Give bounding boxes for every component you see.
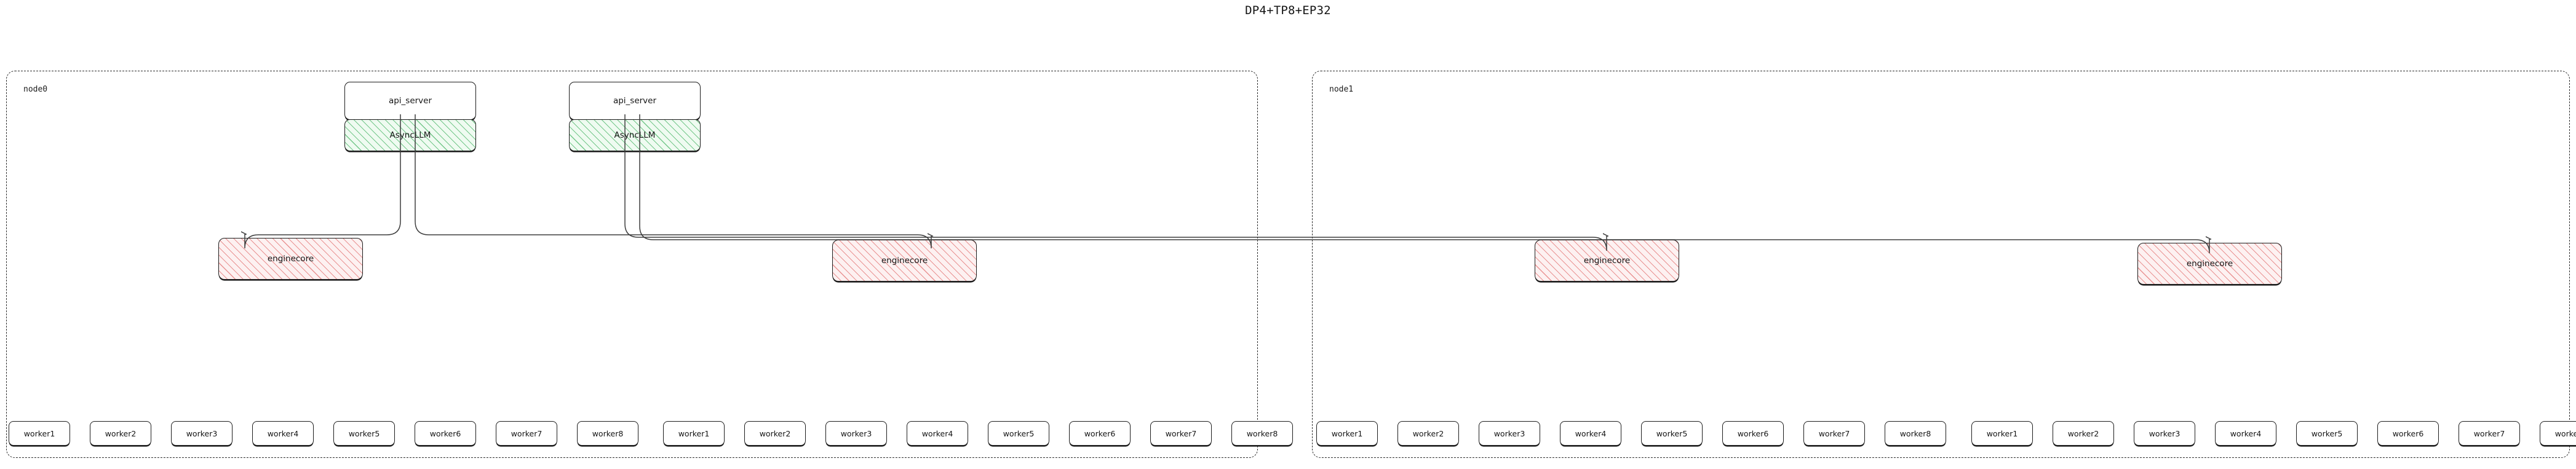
worker-box: worker5 <box>988 421 1049 446</box>
worker-box: worker4 <box>1560 421 1621 446</box>
worker-box: worker6 <box>1722 421 1784 446</box>
worker-box: worker3 <box>2134 421 2195 446</box>
node-label-node0: node0 <box>23 85 48 94</box>
worker-box: worker3 <box>1479 421 1540 446</box>
enginecore-box: enginecore <box>218 238 363 280</box>
worker-box: worker1 <box>9 421 70 446</box>
worker-box: worker6 <box>2377 421 2439 446</box>
worker-box: worker7 <box>496 421 557 446</box>
worker-box: worker2 <box>2053 421 2114 446</box>
node-container-node0 <box>6 71 1258 458</box>
worker-box: worker4 <box>2215 421 2276 446</box>
worker-box: worker2 <box>90 421 151 446</box>
enginecore-box: enginecore <box>832 240 977 282</box>
worker-box: worker6 <box>415 421 476 446</box>
worker-box: worker5 <box>333 421 395 446</box>
worker-box: worker7 <box>1150 421 1212 446</box>
worker-box: worker4 <box>252 421 314 446</box>
api-server-box: api_server <box>344 82 476 120</box>
worker-box: worker3 <box>825 421 887 446</box>
worker-box: worker1 <box>1316 421 1378 446</box>
worker-box: worker6 <box>1069 421 1131 446</box>
worker-box: worker3 <box>171 421 233 446</box>
api-server-box: api_server <box>569 82 701 120</box>
worker-box: worker1 <box>1971 421 2033 446</box>
asyncllm-box: AsyncLLM <box>569 119 701 151</box>
asyncllm-box: AsyncLLM <box>344 119 476 151</box>
worker-box: worker7 <box>2459 421 2520 446</box>
worker-box: worker5 <box>1641 421 1703 446</box>
worker-box: worker2 <box>1397 421 1459 446</box>
worker-box: worker8 <box>577 421 638 446</box>
enginecore-box: enginecore <box>2137 243 2282 285</box>
page-title: DP4+TP8+EP32 <box>1245 4 1331 17</box>
worker-box: worker4 <box>907 421 968 446</box>
worker-box: worker2 <box>744 421 806 446</box>
enginecore-box: enginecore <box>1535 240 1679 282</box>
worker-box: worker5 <box>2296 421 2358 446</box>
worker-box: worker7 <box>1803 421 1865 446</box>
worker-box: worker1 <box>663 421 725 446</box>
worker-box: worker8 <box>1231 421 1293 446</box>
node-container-node1 <box>1312 71 2570 458</box>
node-label-node1: node1 <box>1329 85 1354 94</box>
worker-box: worker8 <box>2540 421 2576 446</box>
worker-box: worker8 <box>1885 421 1946 446</box>
